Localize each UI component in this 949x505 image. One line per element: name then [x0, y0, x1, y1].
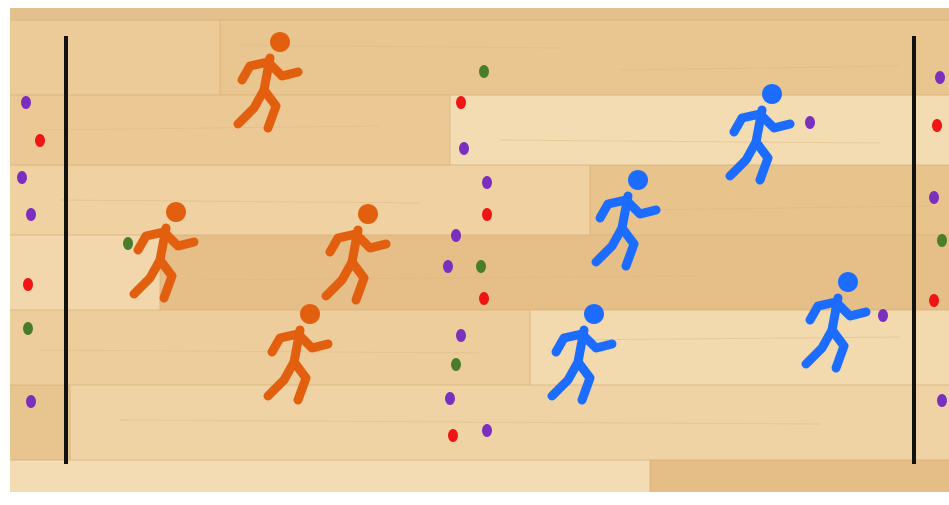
- orange-team-player-icon: [320, 200, 400, 310]
- purple-ball: [929, 191, 939, 204]
- purple-ball: [451, 229, 461, 242]
- purple-ball: [878, 309, 888, 322]
- red-ball: [932, 119, 942, 132]
- green-ball: [476, 260, 486, 273]
- red-ball: [482, 208, 492, 221]
- orange-team-player-icon: [128, 198, 208, 308]
- blue-team-player-icon: [724, 80, 804, 190]
- purple-ball: [805, 116, 815, 129]
- blue-team-player-icon: [800, 268, 880, 378]
- right-boundary-line: [912, 36, 916, 464]
- green-ball: [451, 358, 461, 371]
- purple-ball: [937, 394, 947, 407]
- red-ball: [929, 294, 939, 307]
- purple-ball: [935, 71, 945, 84]
- purple-ball: [17, 171, 27, 184]
- red-ball: [448, 429, 458, 442]
- red-ball: [456, 96, 466, 109]
- green-ball: [937, 234, 947, 247]
- orange-team-player-icon: [232, 28, 312, 138]
- purple-ball: [482, 176, 492, 189]
- red-ball: [479, 292, 489, 305]
- green-ball: [23, 322, 33, 335]
- blue-team-player-icon: [546, 300, 626, 410]
- red-ball: [35, 134, 45, 147]
- green-ball: [479, 65, 489, 78]
- purple-ball: [26, 208, 36, 221]
- green-ball: [123, 237, 133, 250]
- left-boundary-line: [64, 36, 68, 464]
- purple-ball: [445, 392, 455, 405]
- red-ball: [23, 278, 33, 291]
- purple-ball: [456, 329, 466, 342]
- blue-team-player-icon: [590, 166, 670, 276]
- purple-ball: [482, 424, 492, 437]
- orange-team-player-icon: [262, 300, 342, 410]
- purple-ball: [443, 260, 453, 273]
- purple-ball: [26, 395, 36, 408]
- purple-ball: [459, 142, 469, 155]
- purple-ball: [21, 96, 31, 109]
